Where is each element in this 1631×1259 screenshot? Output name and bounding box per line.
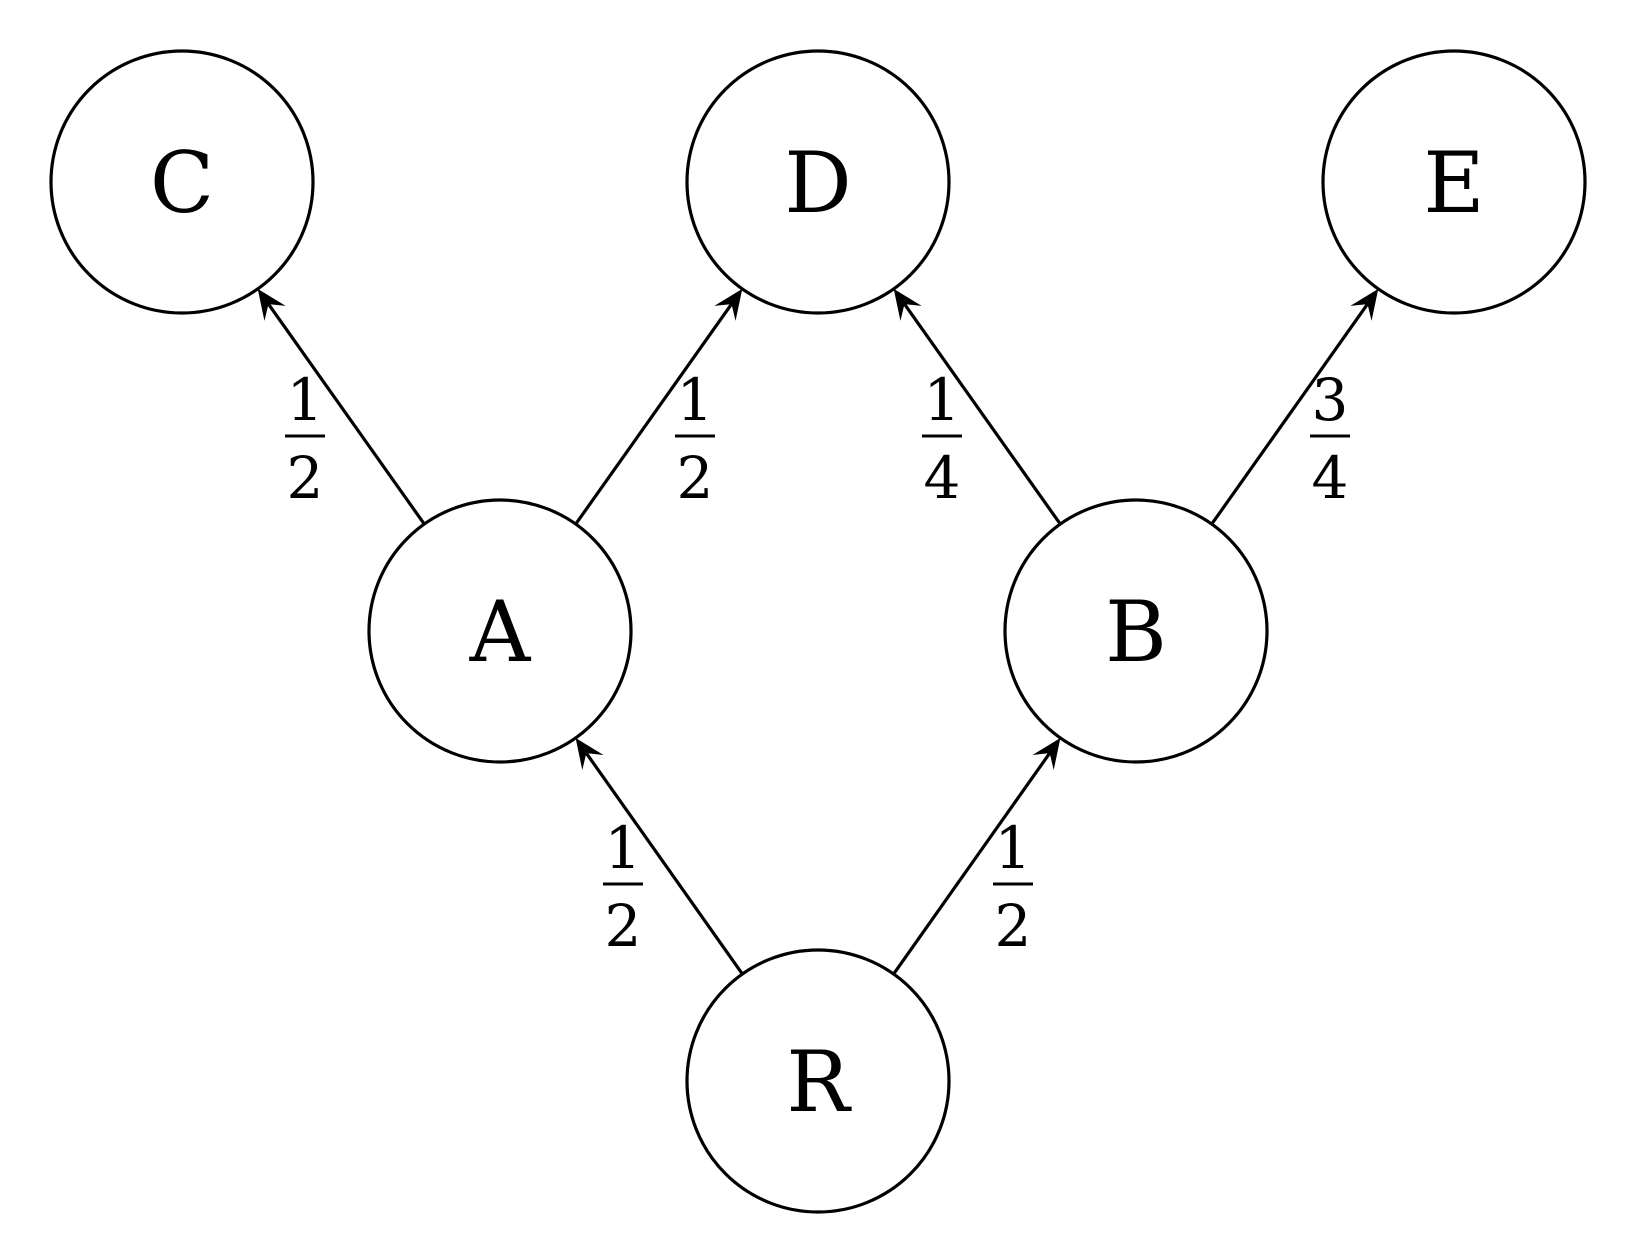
edge-probability-label: 12 — [285, 366, 325, 512]
edge-b-to-e — [1210, 288, 1379, 526]
node-b: B — [1003, 498, 1269, 764]
node-e: E — [1321, 49, 1587, 315]
fraction-denominator: 2 — [677, 444, 714, 512]
edge-a-to-d — [574, 288, 743, 526]
fraction-denominator: 4 — [924, 444, 961, 512]
arrowhead-icon — [893, 288, 922, 321]
node-label: A — [469, 583, 532, 681]
edge-r-to-a — [575, 737, 744, 975]
node-circle — [685, 948, 951, 1214]
edge-line — [266, 302, 426, 526]
edge-a-to-c — [257, 288, 426, 526]
edge-probability-label: 34 — [1310, 366, 1350, 512]
node-label: D — [784, 134, 851, 232]
edge-probability-label: 12 — [993, 814, 1033, 960]
fraction-denominator: 2 — [605, 892, 642, 960]
edge-r-to-b — [892, 737, 1061, 975]
arrowhead-icon — [714, 288, 743, 321]
edge-line — [902, 302, 1062, 526]
fraction-denominator: 2 — [995, 892, 1032, 960]
arrowhead-icon — [1350, 288, 1379, 321]
edge-probability-label: 14 — [922, 366, 962, 512]
node-c: C — [49, 49, 315, 315]
fraction-numerator: 3 — [1312, 366, 1349, 434]
node-a: A — [367, 498, 633, 764]
arrowhead-icon — [575, 737, 604, 770]
node-label: R — [786, 1033, 852, 1131]
node-label: B — [1105, 583, 1167, 681]
edge-probability-label: 12 — [603, 814, 643, 960]
node-label: C — [150, 134, 214, 232]
fraction-denominator: 4 — [1312, 444, 1349, 512]
fraction-numerator: 1 — [605, 814, 642, 882]
edge-probability-label: 12 — [675, 366, 715, 512]
edges-layer — [257, 288, 1379, 975]
node-circle — [685, 49, 951, 315]
fraction-numerator: 1 — [995, 814, 1032, 882]
node-d: D — [685, 49, 951, 315]
fraction-numerator: 1 — [677, 366, 714, 434]
node-circle — [1321, 49, 1587, 315]
edge-b-to-d — [893, 288, 1062, 526]
edge-line — [574, 302, 734, 526]
nodes-layer: C D E A B R — [49, 49, 1587, 1214]
node-circle — [367, 498, 633, 764]
edge-line — [584, 751, 744, 975]
fraction-numerator: 1 — [287, 366, 324, 434]
node-circle — [49, 49, 315, 315]
arrowhead-icon — [1032, 737, 1061, 770]
edge-line — [892, 751, 1052, 975]
edge-line — [1210, 302, 1370, 526]
node-circle — [1003, 498, 1269, 764]
arrowhead-icon — [257, 288, 286, 321]
fraction-denominator: 2 — [287, 444, 324, 512]
node-r: R — [685, 948, 951, 1214]
node-label: E — [1423, 134, 1484, 232]
fraction-numerator: 1 — [924, 366, 961, 434]
